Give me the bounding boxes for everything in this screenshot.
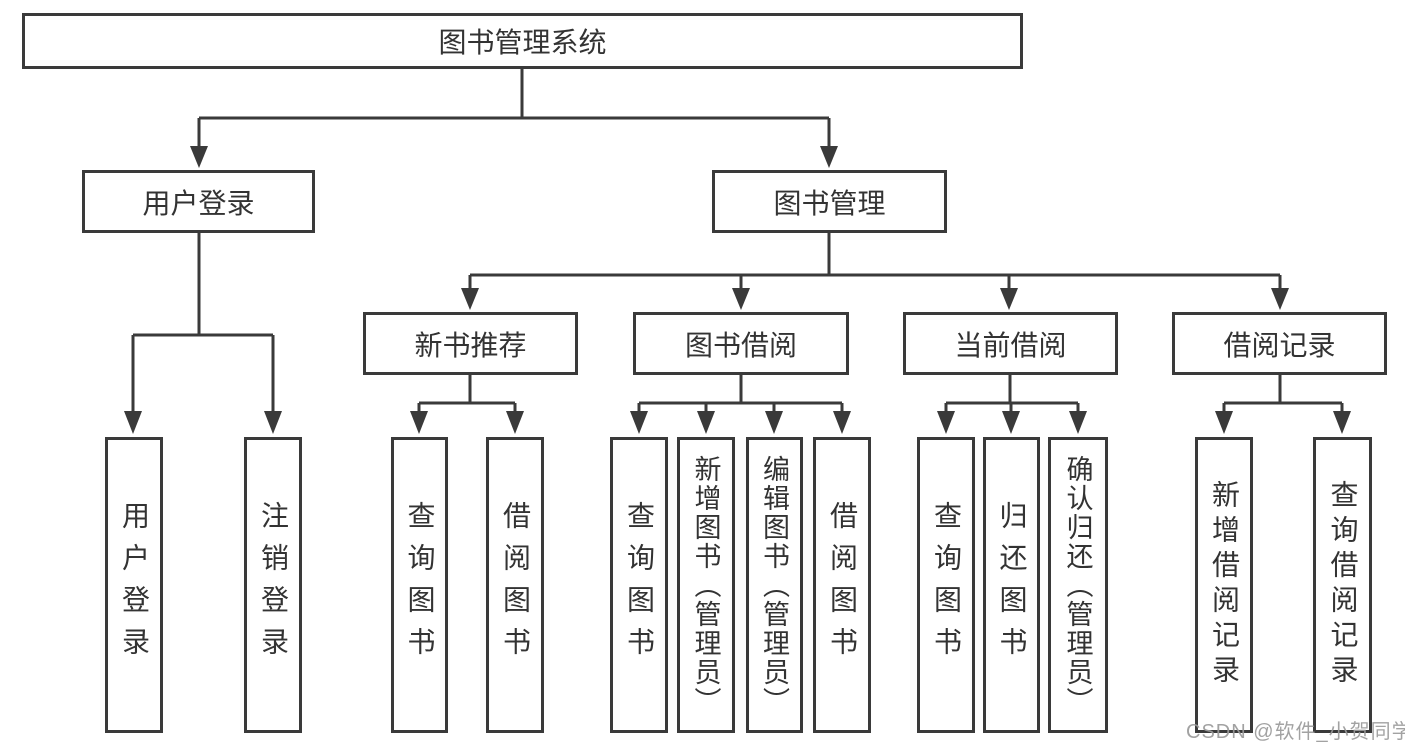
node-leaf-newrec-borrow-books: 借阅图书: [486, 437, 544, 733]
arrow-icon: [937, 411, 955, 434]
arrow-icon: [506, 411, 524, 434]
node-leaf-newrec-query-books: 查询图书: [391, 437, 448, 733]
arrow-icon: [1002, 411, 1020, 434]
arrow-icon: [1069, 411, 1087, 434]
arrow-icon: [697, 411, 715, 434]
node-leaf-add-borrow-record: 新增借阅记录: [1195, 437, 1253, 733]
node-leaf-edit-books-admin: 编辑图书（管理员）: [746, 437, 803, 733]
node-user-login-branch: 用户登录: [82, 170, 315, 233]
arrow-icon: [1000, 288, 1018, 310]
node-leaf-return-books: 归还图书: [983, 437, 1040, 733]
node-leaf-logout: 注销登录: [244, 437, 302, 733]
arrow-icon: [820, 146, 838, 168]
arrow-icon: [630, 411, 648, 434]
arrow-icon: [124, 411, 142, 434]
node-leaf-user-login: 用户登录: [105, 437, 163, 733]
arrow-icon: [732, 288, 750, 310]
arrowheads: [124, 146, 1351, 434]
arrow-icon: [190, 146, 208, 168]
node-library-management-system: 图书管理系统: [22, 13, 1023, 69]
node-book-management-branch: 图书管理: [712, 170, 947, 233]
node-leaf-add-books-admin: 新增图书（管理员）: [677, 437, 735, 733]
node-borrowing-records: 借阅记录: [1172, 312, 1387, 375]
arrow-icon: [264, 411, 282, 434]
node-leaf-current-query-books: 查询图书: [917, 437, 975, 733]
arrow-icon: [1271, 288, 1289, 310]
csdn-watermark: CSDN @软件_小贺同学: [1186, 721, 1405, 743]
arrow-icon: [461, 288, 479, 310]
node-leaf-query-borrow-record: 查询借阅记录: [1313, 437, 1372, 733]
node-current-borrowing: 当前借阅: [903, 312, 1118, 375]
arrow-icon: [833, 411, 851, 434]
arrow-icon: [410, 411, 428, 434]
arrow-icon: [1333, 411, 1351, 434]
node-book-borrowing: 图书借阅: [633, 312, 849, 375]
arrow-icon: [765, 411, 783, 434]
node-leaf-borrowing-borrow-books: 借阅图书: [813, 437, 871, 733]
node-leaf-borrowing-query-books: 查询图书: [610, 437, 668, 733]
node-leaf-confirm-return-admin: 确认归还（管理员）: [1048, 437, 1108, 733]
arrow-icon: [1215, 411, 1233, 434]
node-new-book-recommendation: 新书推荐: [363, 312, 578, 375]
